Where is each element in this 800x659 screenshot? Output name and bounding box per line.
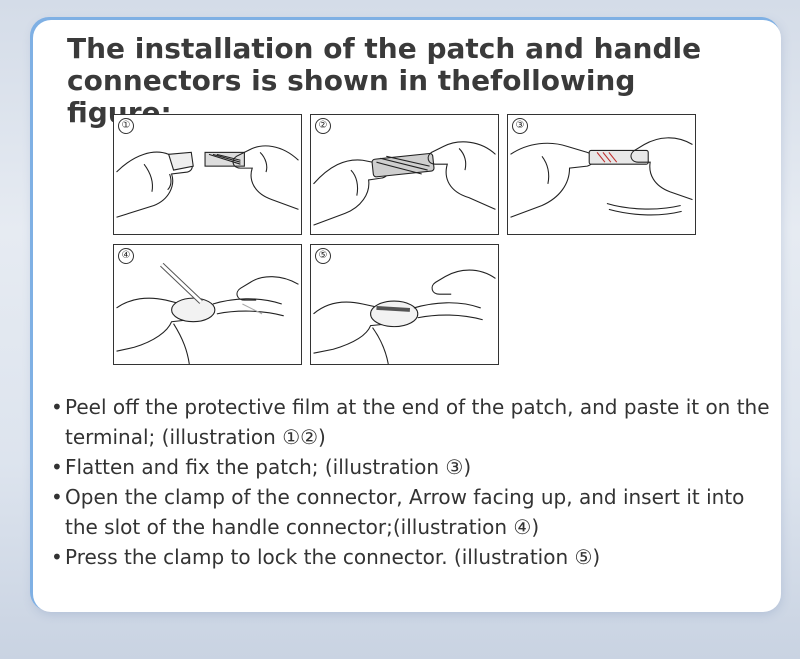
page-title: The installation of the patch and handle… bbox=[67, 32, 702, 129]
panel-number: ⑤ bbox=[315, 248, 331, 264]
illustration-peel-film-icon bbox=[116, 145, 299, 218]
instruction-item: Peel off the protective film at the end … bbox=[51, 392, 771, 452]
illustration-panel-5: ⑤ bbox=[310, 244, 499, 365]
illustration-panel-3: ③ bbox=[507, 114, 696, 235]
illustration-flatten-patch-icon bbox=[510, 137, 693, 218]
illustration-open-clamp-icon bbox=[116, 262, 299, 364]
panel-number: ② bbox=[315, 118, 331, 134]
panel-number: ③ bbox=[512, 118, 528, 134]
illustration-panel-1: ① bbox=[113, 114, 302, 235]
instruction-item: Flatten and fix the patch; (illustration… bbox=[51, 452, 771, 482]
illustration-panel-2: ② bbox=[310, 114, 499, 235]
instruction-list: Peel off the protective film at the end … bbox=[51, 392, 771, 572]
illustration-paste-terminal-icon bbox=[313, 141, 496, 226]
instruction-item: Open the clamp of the connector, Arrow f… bbox=[51, 482, 771, 542]
instruction-item: Press the clamp to lock the connector. (… bbox=[51, 542, 771, 572]
illustration-press-clamp-icon bbox=[313, 269, 496, 364]
instruction-card: The installation of the patch and handle… bbox=[33, 20, 781, 612]
illustration-panel-4: ④ bbox=[113, 244, 302, 365]
panel-number: ① bbox=[118, 118, 134, 134]
panel-number: ④ bbox=[118, 248, 134, 264]
